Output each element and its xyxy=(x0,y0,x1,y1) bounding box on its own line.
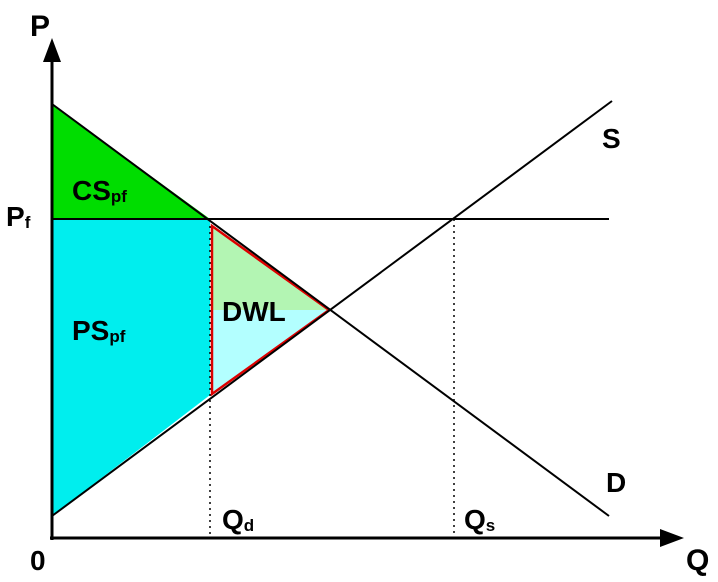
qs-label: Qs xyxy=(464,504,495,535)
qd-label: Qd xyxy=(222,504,254,535)
dwl-border xyxy=(210,223,332,397)
origin-label: 0 xyxy=(30,545,46,576)
consumer-surplus-label: CSpf xyxy=(72,175,127,206)
y-axis-arrow xyxy=(43,38,61,62)
price-floor-label: Pf xyxy=(6,201,31,232)
producer-surplus-label: PSpf xyxy=(72,315,126,346)
demand-label: D xyxy=(606,467,626,498)
dwl-label: DWL xyxy=(222,296,286,327)
x-axis-label: Q xyxy=(686,544,709,577)
producer-surplus-region xyxy=(52,219,210,516)
supply-label: S xyxy=(602,123,621,154)
supply-curve xyxy=(51,100,613,517)
y-axis-label: P xyxy=(30,10,50,43)
x-axis-arrow xyxy=(660,529,684,547)
